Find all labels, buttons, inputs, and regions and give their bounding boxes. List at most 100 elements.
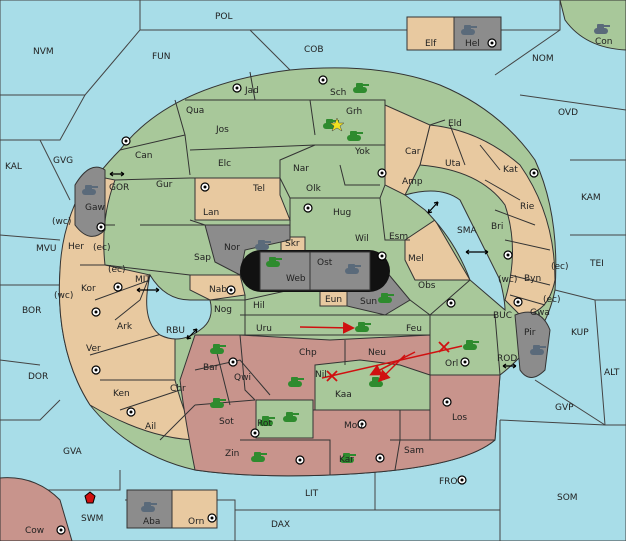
label-fro: FRO: [439, 477, 458, 487]
label-gwa: Gwa: [530, 308, 550, 318]
label-qua: Qua: [186, 106, 204, 116]
label-rod: ROD: [497, 354, 517, 364]
link-sma-diag: [427, 201, 439, 214]
label-wc3: (wc): [54, 291, 73, 301]
label-nab: Nab: [209, 285, 227, 295]
label-web: Web: [286, 274, 306, 284]
label-mou: Mou: [344, 421, 363, 431]
label-jad: Jad: [244, 86, 259, 96]
label-neu: Neu: [368, 348, 386, 358]
territory-pir[interactable]: [514, 311, 551, 378]
label-nor: Nor: [224, 243, 240, 253]
label-lan: Lan: [203, 208, 219, 218]
border-nom: [494, 29, 561, 76]
label-hil: Hil: [253, 301, 265, 311]
label-kat: Kat: [503, 165, 518, 175]
label-eun: Eun: [325, 295, 342, 305]
label-rbu: RBU: [166, 326, 185, 336]
label-amp: Amp: [402, 177, 423, 187]
label-tei: TEI: [589, 259, 604, 269]
label-wil: Wil: [355, 234, 369, 244]
label-aba: Aba: [143, 517, 160, 527]
sea-rbu[interactable]: [146, 273, 212, 340]
label-kaa: Kaa: [335, 390, 352, 400]
border-kal: [0, 94, 86, 141]
label-mvu: MVU: [36, 244, 57, 254]
label-ec1: (ec): [93, 243, 111, 253]
label-sch: Sch: [330, 88, 346, 98]
label-ec2: (ec): [551, 262, 569, 272]
label-bar: Bar: [203, 363, 219, 373]
label-mit: MIT: [135, 275, 151, 285]
label-hel: Hel: [465, 39, 480, 49]
label-nar: Nar: [293, 164, 309, 174]
link-rod: [502, 363, 517, 369]
label-pir: Pir: [524, 328, 536, 338]
star-icon: [329, 117, 345, 132]
unit-flag-swm[interactable]: [84, 491, 96, 504]
label-hug: Hug: [333, 208, 351, 218]
sea-link-arrows: [109, 171, 517, 369]
label-cow: Cow: [25, 526, 44, 536]
link-sma: [465, 249, 489, 255]
label-gvg: GVG: [53, 156, 73, 166]
territory-cow[interactable]: [0, 477, 73, 541]
label-orl: Orl: [445, 359, 458, 369]
label-sun: Sun: [360, 297, 377, 307]
link-rbu-diag: [186, 328, 198, 340]
label-buc: BUC: [493, 311, 512, 321]
territory-east-coast[interactable]: [419, 124, 556, 316]
label-elc: Elc: [218, 159, 231, 169]
label-jos: Jos: [215, 125, 229, 135]
interior-borders: [75, 71, 551, 475]
label-lit: LIT: [305, 489, 319, 499]
label-ken: Ken: [113, 389, 130, 399]
border-ovd: [519, 94, 626, 111]
label-chp: Chp: [299, 348, 317, 358]
label-qwi: Qwi: [234, 373, 251, 383]
label-swm: SWM: [81, 514, 103, 524]
border-dor: [0, 359, 41, 366]
label-esm: Esm: [389, 232, 408, 242]
label-cob: COB: [304, 45, 324, 55]
label-kup: KUP: [571, 328, 589, 338]
label-feu: Feu: [406, 324, 422, 334]
label-ovd: OVD: [558, 108, 578, 118]
label-los: Los: [452, 413, 467, 423]
label-kor: Kor: [81, 284, 96, 294]
label-uta: Uta: [445, 159, 461, 169]
territory-elf[interactable]: [406, 16, 455, 51]
label-mel: Mel: [408, 254, 424, 264]
label-gur: Gur: [156, 180, 173, 190]
label-alt: ALT: [604, 368, 620, 378]
label-nom: NOM: [532, 54, 554, 64]
label-ec4: (ec): [543, 295, 561, 305]
label-ec3: (ec): [108, 265, 126, 275]
labels: POL NVM FUN COB NOM OVD KAL GVG KAM TEI …: [5, 12, 620, 536]
order-x-orl: [438, 341, 450, 353]
label-byn: Byn: [524, 274, 541, 284]
border-gvp: [534, 379, 606, 426]
label-con: Con: [595, 37, 613, 47]
territory-mel[interactable]: [404, 219, 471, 281]
label-wc2: (wc): [498, 275, 517, 285]
sea-sma[interactable]: [403, 190, 506, 312]
label-ver: Ver: [86, 344, 101, 354]
label-nil: Nil: [315, 370, 327, 380]
label-wc1: (wc): [52, 217, 71, 227]
label-kam: KAM: [581, 193, 601, 203]
link-gor: [109, 171, 125, 177]
label-olk: Olk: [306, 184, 322, 194]
label-can: Can: [135, 151, 153, 161]
label-som: SOM: [557, 493, 578, 503]
label-obs: Obs: [418, 281, 436, 291]
supply-centers: [56, 38, 539, 535]
label-uru: Uru: [256, 324, 272, 334]
territory-gaw[interactable]: [74, 166, 106, 237]
label-gvp: GVP: [555, 403, 574, 413]
label-nvm: NVM: [33, 47, 54, 57]
label-fun: FUN: [152, 52, 171, 62]
order-arrow-uru: [299, 321, 355, 334]
border-gva: [0, 399, 61, 421]
label-car: Car: [405, 147, 421, 157]
